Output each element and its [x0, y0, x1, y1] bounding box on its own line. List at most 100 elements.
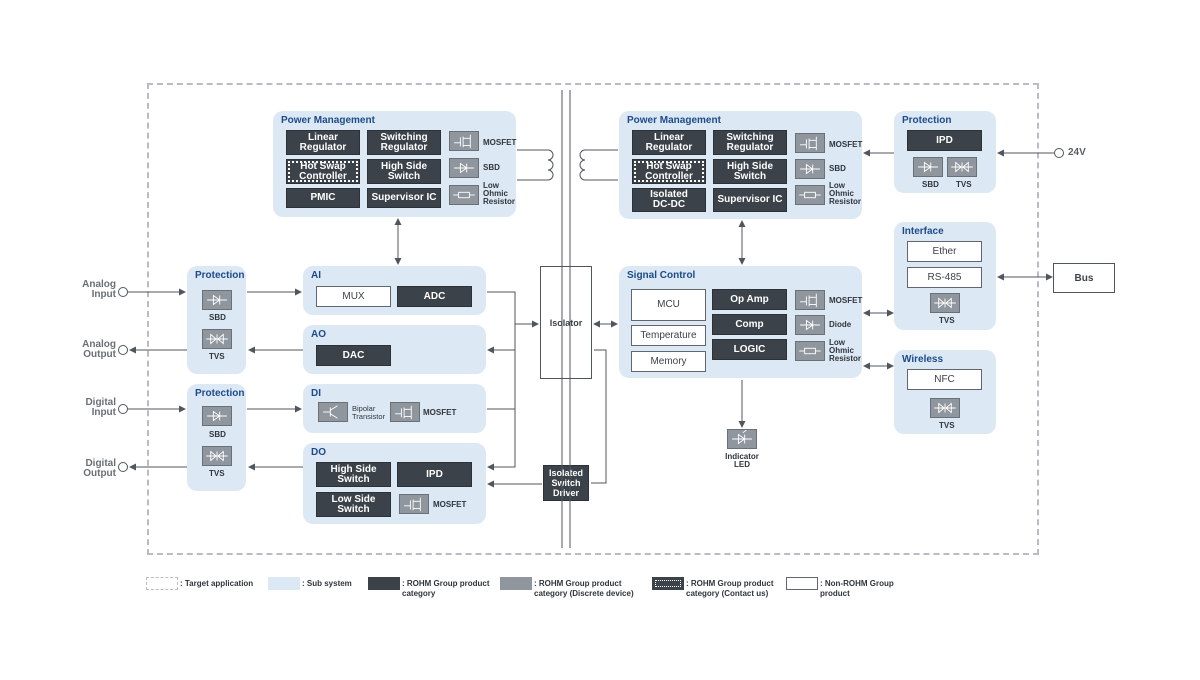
tvs-interface-icon[interactable]	[930, 293, 960, 313]
mosfet-right-icon[interactable]	[795, 133, 825, 153]
supervisor-ic-right[interactable]: Supervisor IC	[713, 188, 787, 212]
nfc[interactable]: NFC	[907, 369, 982, 390]
hot-swap-controller-right[interactable]: Hot Swap Controller	[632, 159, 706, 184]
ether[interactable]: Ether	[907, 241, 982, 262]
isolator[interactable]: Isolator	[540, 266, 592, 379]
legend-non-rohm-label: : Non-ROHM Group product	[820, 579, 894, 598]
mux[interactable]: MUX	[316, 286, 391, 307]
high-side-switch-left[interactable]: High Side Switch	[367, 159, 441, 184]
legend-contact-swatch	[652, 577, 684, 590]
adc[interactable]: ADC	[397, 286, 472, 307]
memory[interactable]: Memory	[631, 351, 706, 372]
analog-input-label: Analog Input	[82, 279, 116, 300]
tvs-interface-label: TVS	[939, 316, 955, 325]
tvs-digital-label: TVS	[209, 469, 225, 478]
legend-rohm-label: : ROHM Group product category	[402, 579, 490, 598]
bipolar-transistor-label: Bipolar Transistor	[352, 404, 386, 421]
logic[interactable]: LOGIC	[712, 339, 787, 360]
sbd-digital-icon[interactable]	[202, 406, 232, 426]
switching-regulator-right[interactable]: Switching Regulator	[713, 130, 787, 155]
legend-discrete-swatch	[500, 577, 532, 590]
mosfet-signal-icon[interactable]	[795, 290, 825, 310]
ai-title: AI	[311, 270, 321, 281]
legend-subsystem-swatch	[268, 577, 300, 590]
legend-target-swatch	[146, 577, 178, 590]
switching-regulator-left[interactable]: Switching Regulator	[367, 130, 441, 155]
protection-power-title: Protection	[902, 115, 952, 126]
sbd-analog-icon[interactable]	[202, 290, 232, 310]
linear-regulator-left[interactable]: Linear Regulator	[286, 130, 360, 155]
sbd-left-label: SBD	[483, 163, 500, 172]
protection-digital-title: Protection	[195, 388, 245, 399]
sbd-power-icon[interactable]	[913, 157, 943, 177]
mosfet-di-icon[interactable]	[390, 402, 420, 422]
tvs-power-icon[interactable]	[947, 157, 977, 177]
sbd-analog-label: SBD	[209, 313, 226, 322]
digital-output-label: Digital Output	[83, 458, 116, 479]
ipd-power[interactable]: IPD	[907, 130, 982, 151]
mosfet-di-label: MOSFET	[423, 408, 457, 417]
tvs-analog-label: TVS	[209, 352, 225, 361]
tvs-analog-icon[interactable]	[202, 329, 232, 349]
protection-power: Protection	[894, 111, 996, 193]
di-title: DI	[311, 388, 321, 399]
legend-contact-label: : ROHM Group product category (Contact u…	[686, 579, 774, 598]
protection-analog: Protection	[187, 266, 246, 374]
legend-non-rohm-swatch	[786, 577, 818, 590]
mosfet-right-label: MOSFET	[829, 140, 863, 149]
interface-title: Interface	[902, 226, 944, 237]
pmic[interactable]: PMIC	[286, 188, 360, 208]
low-side-switch-do[interactable]: Low Side Switch	[316, 492, 391, 517]
resistor-right-label: Low Ohmic Resistor	[829, 181, 862, 206]
hot-swap-controller-left[interactable]: Hot Swap Controller	[286, 159, 360, 184]
rs-485[interactable]: RS-485	[907, 267, 982, 288]
legend-subsystem-label: : Sub system	[302, 579, 352, 588]
comp[interactable]: Comp	[712, 314, 787, 335]
high-side-switch-right[interactable]: High Side Switch	[713, 159, 787, 184]
indicator-led-icon[interactable]	[727, 429, 757, 449]
high-side-switch-do[interactable]: High Side Switch	[316, 462, 391, 487]
mosfet-do-label: MOSFET	[433, 500, 467, 509]
mosfet-left-icon[interactable]	[449, 131, 479, 151]
sbd-power-label: SBD	[922, 180, 939, 189]
legend-discrete-label: : ROHM Group product category (Discrete …	[534, 579, 634, 598]
resistor-signal-icon[interactable]	[795, 341, 825, 361]
wireless-title: Wireless	[902, 354, 944, 365]
mosfet-left-label: MOSFET	[483, 138, 517, 147]
resistor-right-icon[interactable]	[795, 185, 825, 205]
supervisor-ic-left[interactable]: Supervisor IC	[367, 188, 441, 208]
diode-signal-icon[interactable]	[795, 315, 825, 335]
resistor-left-icon[interactable]	[449, 185, 479, 205]
linear-regulator-right[interactable]: Linear Regulator	[632, 130, 706, 155]
power-management-right-title: Power Management	[627, 115, 721, 126]
wireless: Wireless	[894, 350, 996, 434]
temperature[interactable]: Temperature	[631, 325, 706, 346]
mosfet-do-icon[interactable]	[399, 494, 429, 514]
sbd-right-label: SBD	[829, 164, 846, 173]
ipd-do[interactable]: IPD	[397, 462, 472, 487]
isolated-switch-driver[interactable]: Isolated Switch Driver	[543, 465, 589, 501]
isolated-dc-dc[interactable]: Isolated DC-DC	[632, 188, 706, 212]
tvs-wireless-label: TVS	[939, 421, 955, 430]
op-amp[interactable]: Op Amp	[712, 289, 787, 310]
ao-title: AO	[311, 329, 326, 340]
tvs-digital-icon[interactable]	[202, 446, 232, 466]
sbd-digital-label: SBD	[209, 430, 226, 439]
bipolar-transistor-icon[interactable]	[318, 402, 348, 422]
diode-signal-label: Diode	[829, 320, 852, 329]
analog-output-label: Analog Output	[82, 339, 116, 360]
resistor-signal-label: Low Ohmic Resistor	[829, 338, 862, 363]
legend-rohm-swatch	[368, 577, 400, 590]
digital-input-label: Digital Input	[85, 397, 116, 418]
tvs-wireless-icon[interactable]	[930, 398, 960, 418]
mcu[interactable]: MCU	[631, 289, 706, 321]
sbd-right-icon[interactable]	[795, 159, 825, 179]
protection-analog-title: Protection	[195, 270, 245, 281]
legend-target-label: : Target application	[180, 579, 254, 588]
dac[interactable]: DAC	[316, 345, 391, 366]
protection-digital: Protection	[187, 384, 246, 491]
bus[interactable]: Bus	[1053, 263, 1115, 293]
sbd-left-icon[interactable]	[449, 158, 479, 178]
resistor-left-label: Low Ohmic Resistor	[483, 181, 516, 206]
